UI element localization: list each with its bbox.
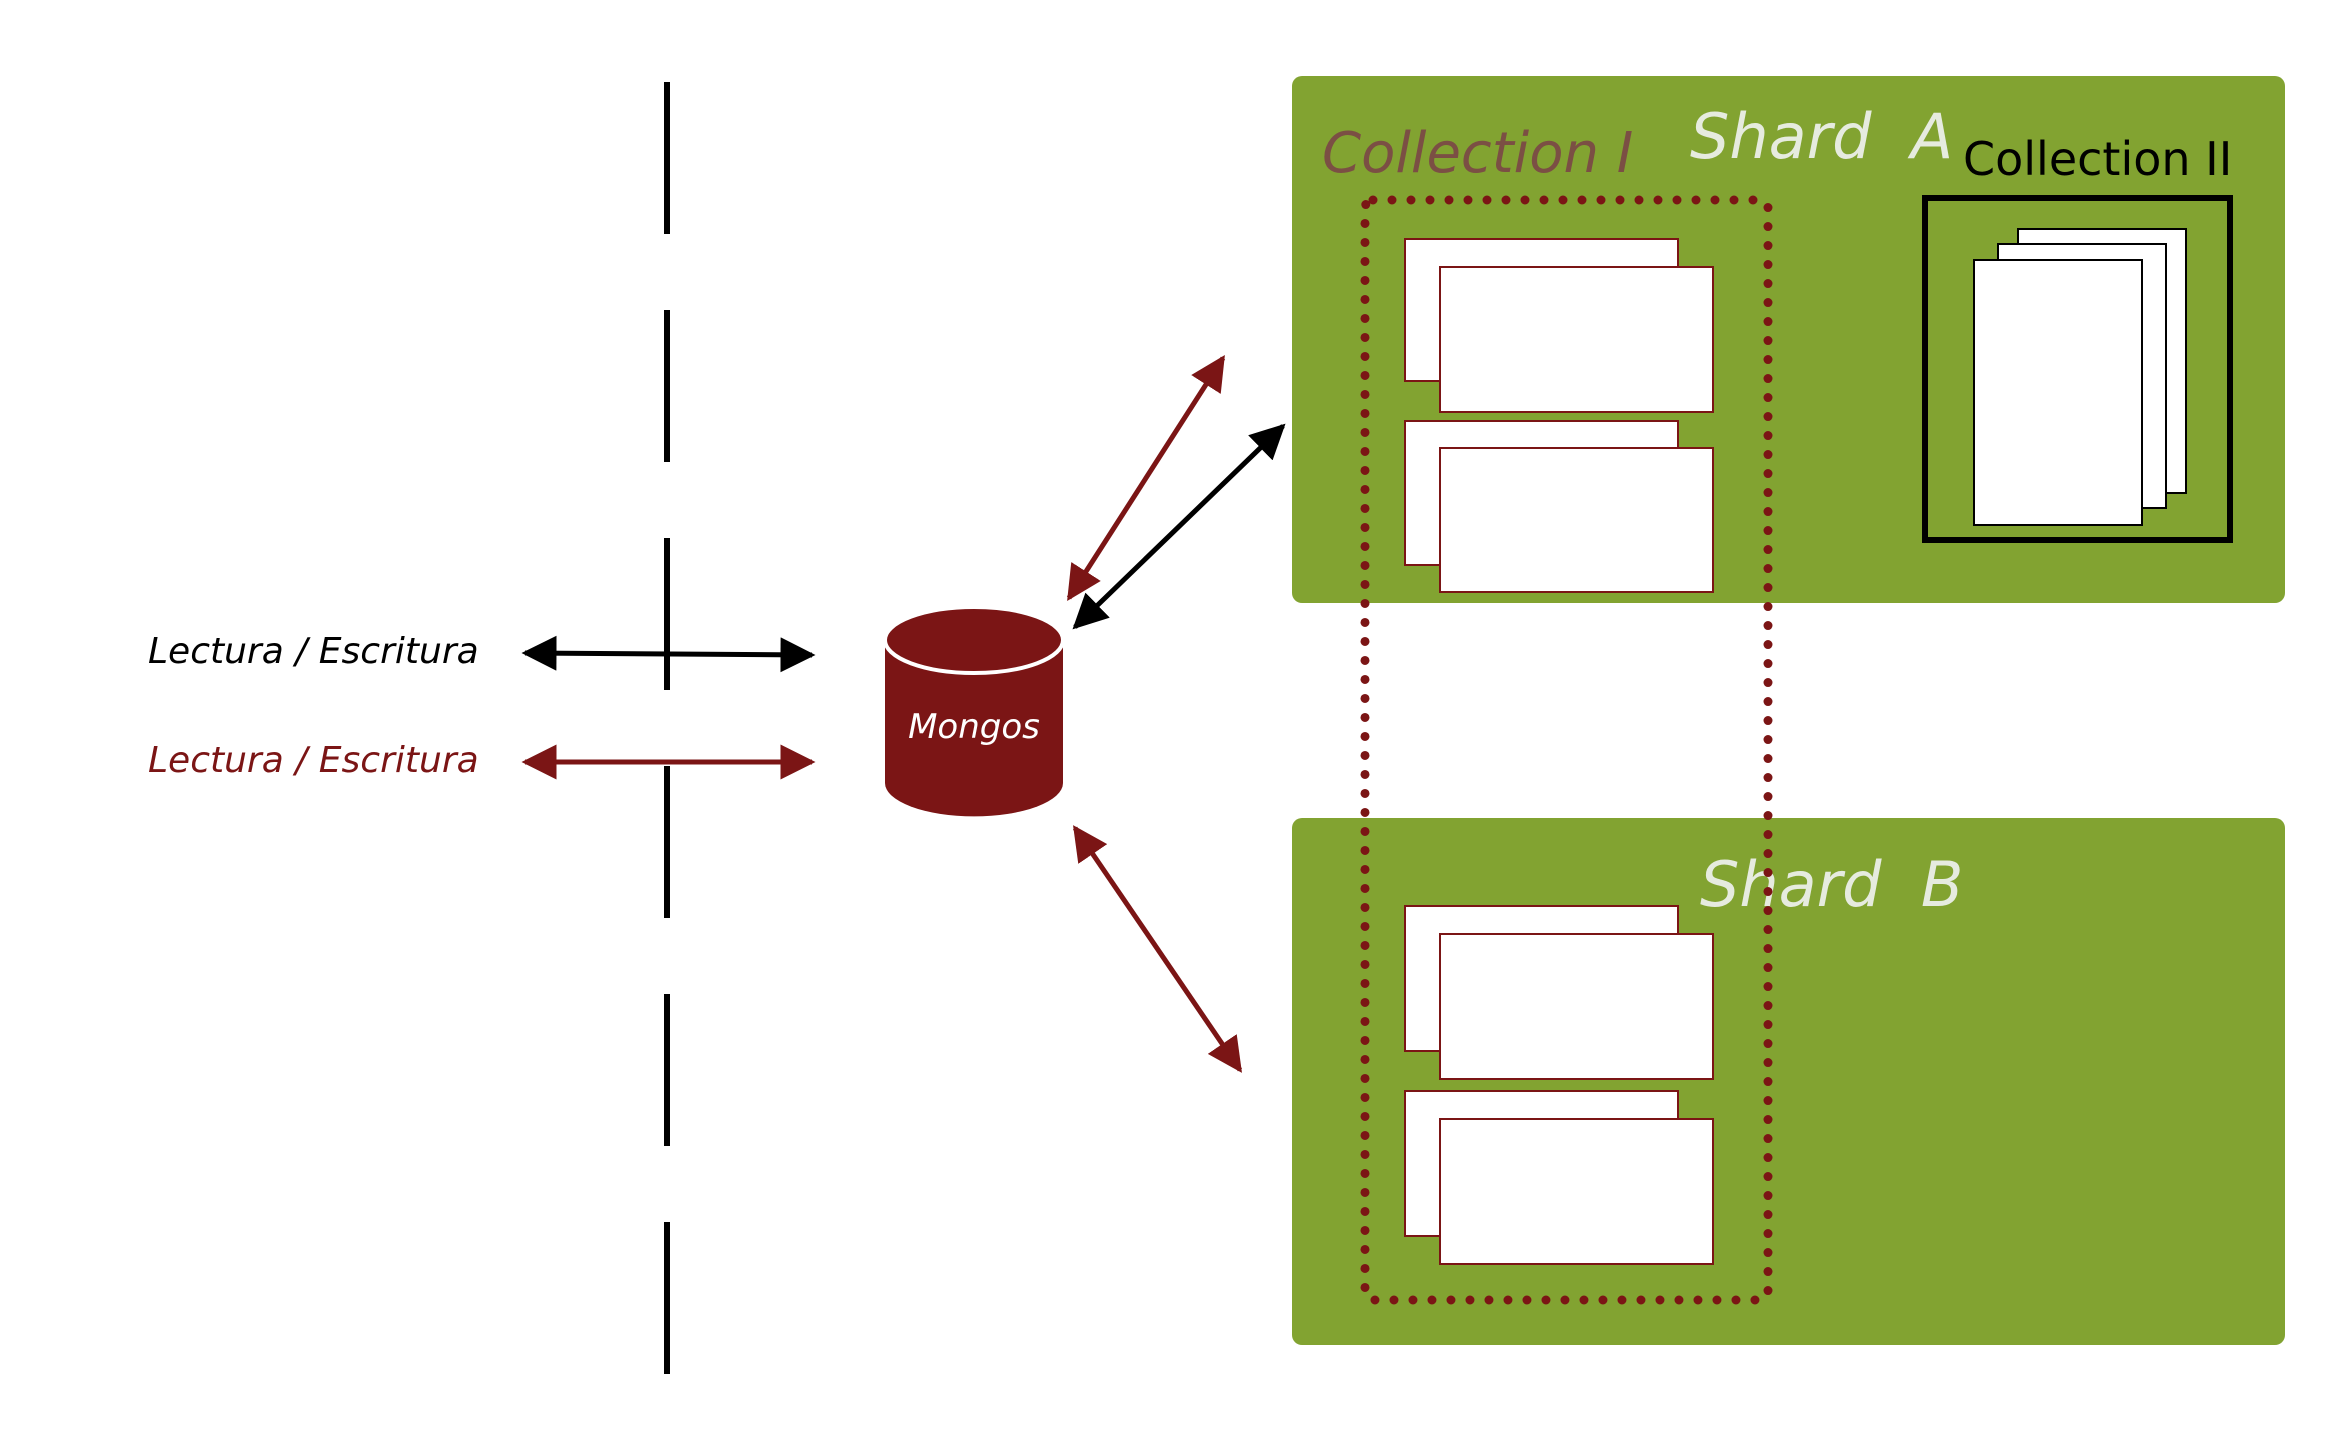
client-red-label: Lectura / Escritura [148,740,479,781]
collection-1-label: Collection I [1322,121,1633,186]
collection-1-boundary [1360,195,1773,1305]
mongos-to-shard-a-red-arrow [1066,355,1226,601]
shard-b-label: Shard B [1700,848,1963,921]
shard-a-doc-stack-2 [1404,420,1714,593]
shard-a-label: Shard A [1690,100,1953,173]
client-black-label: Lectura / Escritura [148,631,479,672]
shard-b-doc-stack-1 [1404,905,1714,1080]
mongos-to-shard-a-black-arrow [1072,423,1286,630]
mongos-label: Mongos [908,707,1040,747]
collection-2-label: Collection II [1963,132,2232,186]
collection-2-box [1922,195,2233,543]
client-black-arrow [521,635,816,673]
collection-2-doc-stack [1973,228,2187,526]
shard-b-doc-stack-2 [1404,1090,1714,1265]
mongos-to-shard-b-red-arrow [1072,825,1243,1073]
mongos-icon [883,605,1065,817]
shard-a-doc-stack-1 [1404,238,1714,413]
